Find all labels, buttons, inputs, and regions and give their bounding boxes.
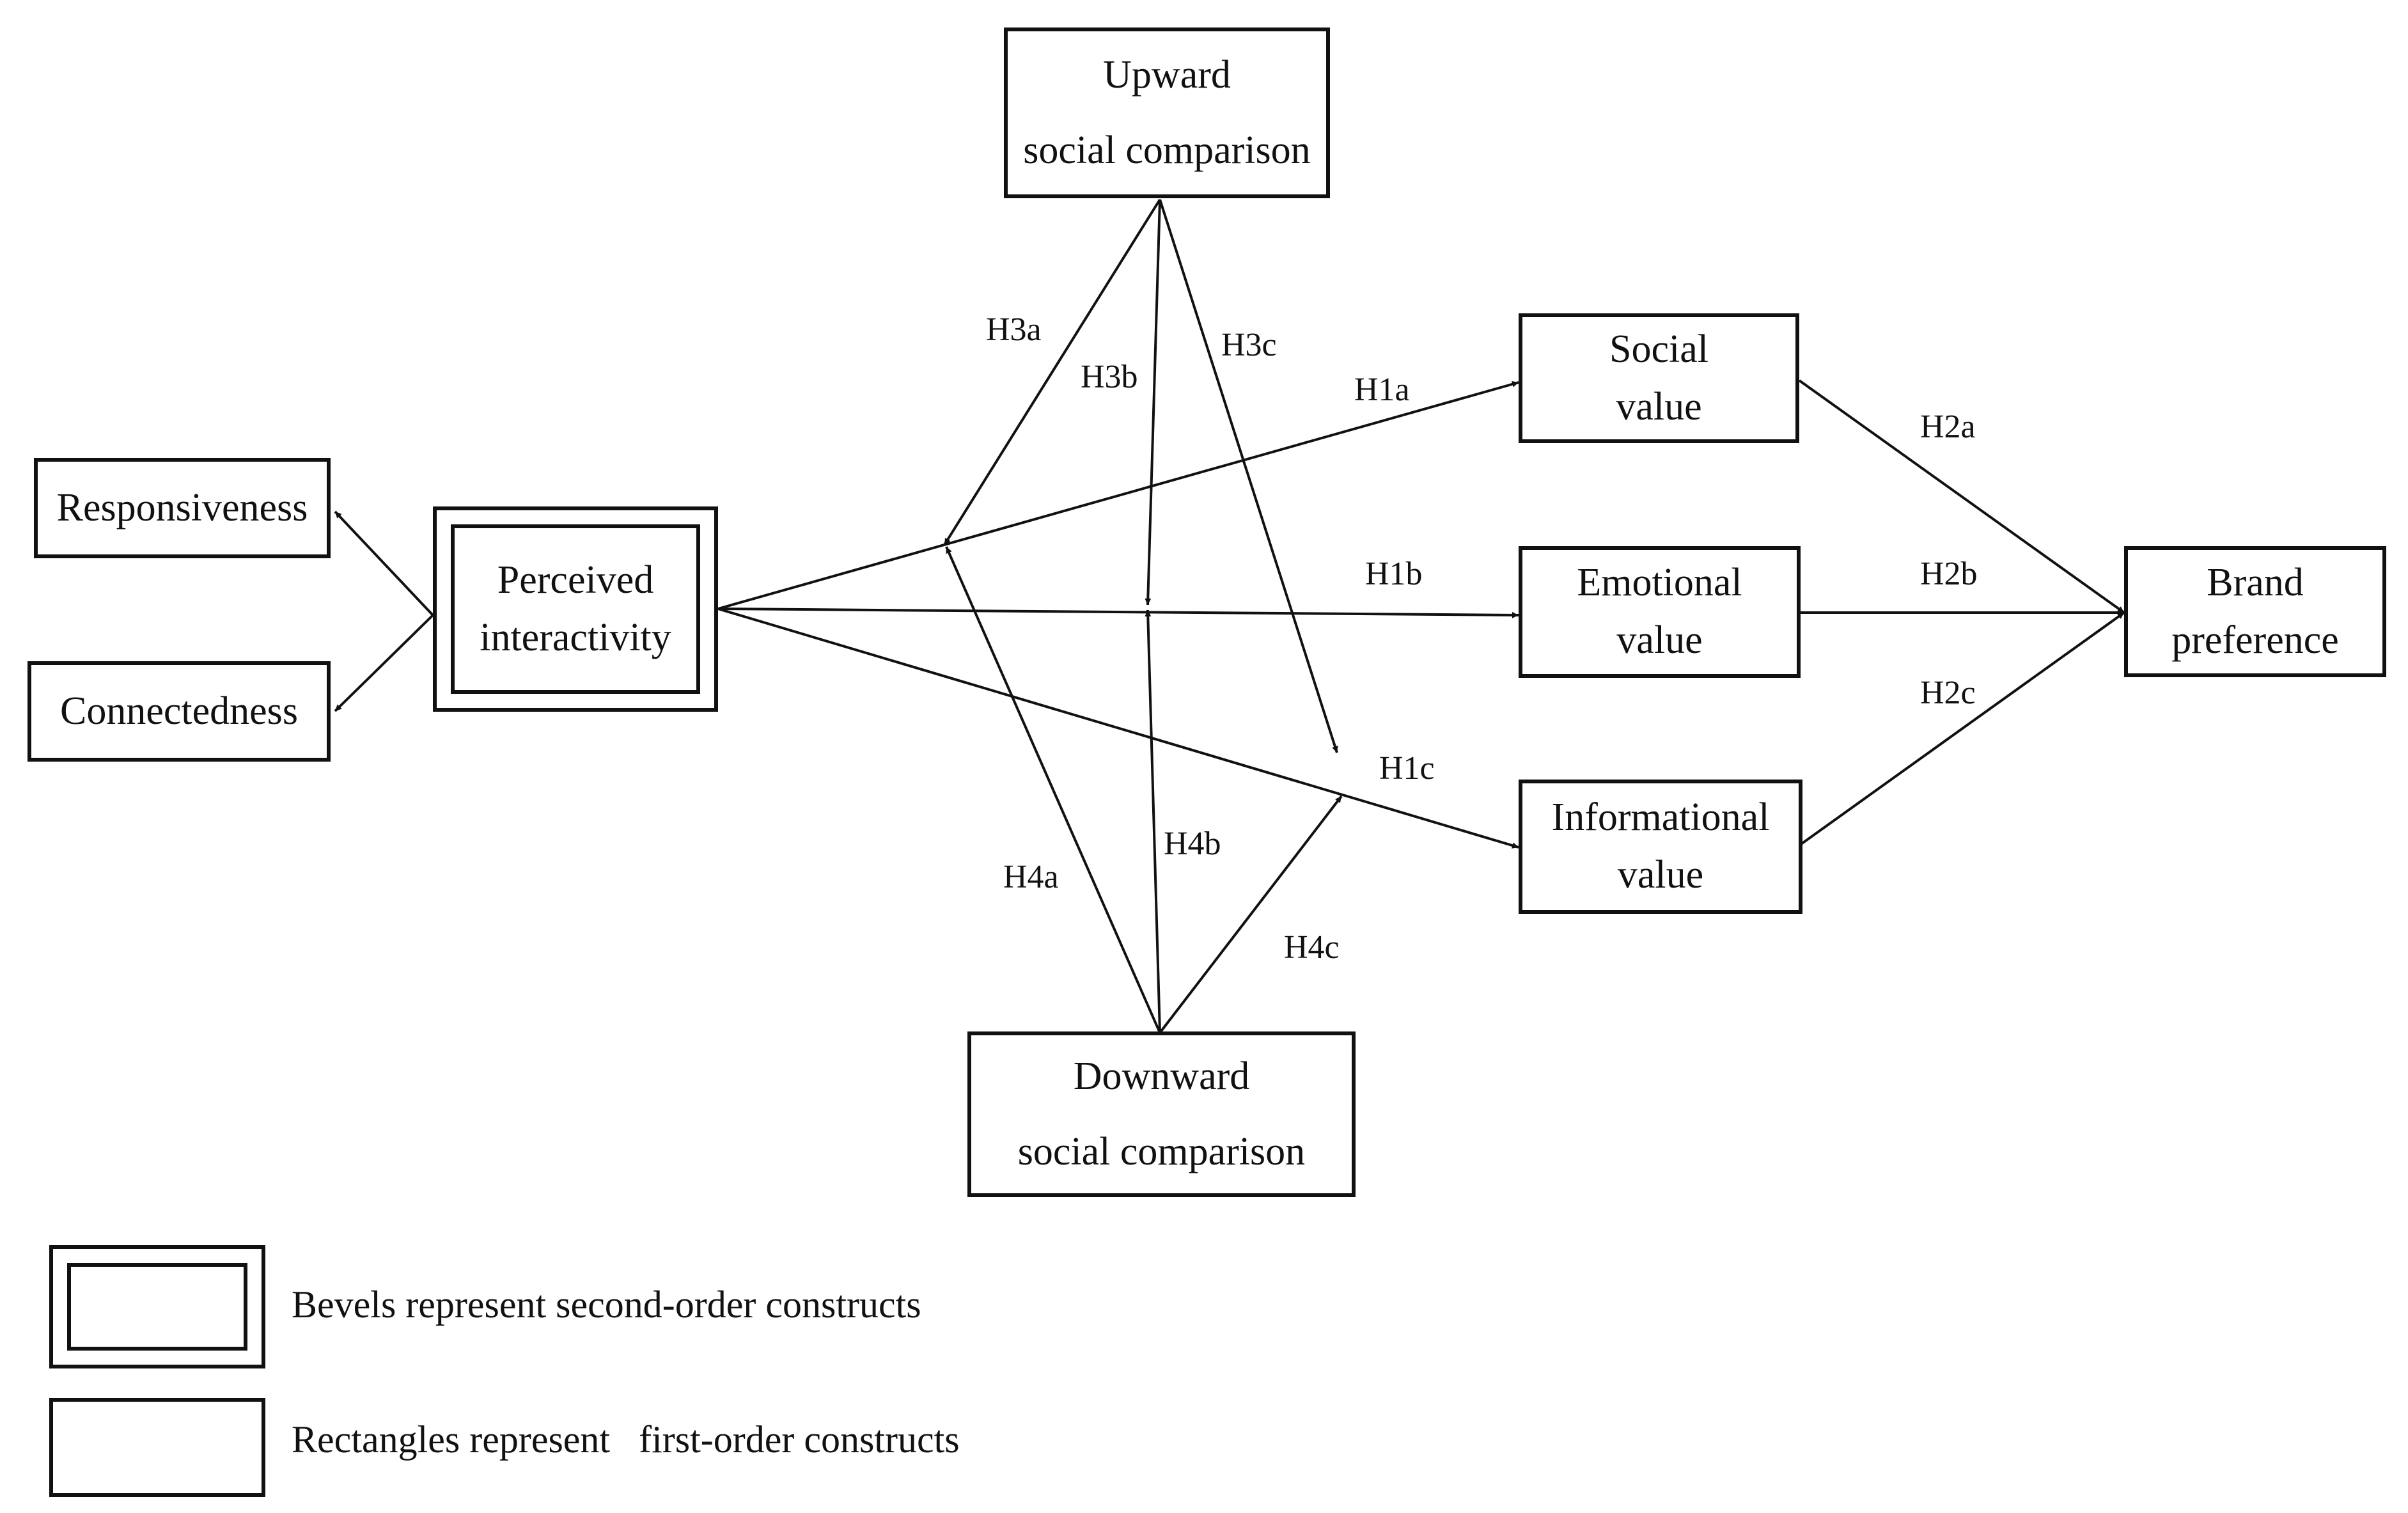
edge-h3b	[1145, 199, 1161, 606]
node-informational-line1: Informational	[1551, 796, 1770, 840]
node-downward-line1: Downward	[1073, 1054, 1250, 1098]
edge-h2c	[1798, 611, 2125, 847]
node-upward-social-comparison: Upward social comparison	[1004, 27, 1330, 198]
node-downward-line2: social comparison	[1017, 1129, 1306, 1173]
node-brand-preference: Brand preference	[2124, 546, 2386, 677]
edge-perceived-connectedness	[334, 614, 434, 712]
edge-h1a	[717, 380, 1519, 610]
node-emotional-line2: value	[1616, 618, 1703, 662]
label-h4a: H4a	[1003, 859, 1059, 895]
legend-rect-text: Rectangles represent first-order constru…	[292, 1418, 960, 1461]
node-perceived-inner: Perceived interactivity	[451, 524, 700, 694]
label-h2a: H2a	[1920, 409, 1976, 445]
label-h2c: H2c	[1920, 675, 1976, 711]
node-connectedness: Connectedness	[27, 661, 331, 762]
legend-rect-sample	[49, 1398, 265, 1497]
node-emotional-value: Emotional value	[1519, 546, 1801, 678]
node-responsiveness: Responsiveness	[34, 458, 331, 558]
node-social-line2: value	[1616, 384, 1702, 428]
node-upward-line2: social comparison	[1023, 128, 1311, 172]
node-social-line1: Social	[1609, 327, 1708, 371]
node-emotional-line1: Emotional	[1577, 561, 1742, 605]
label-h1a: H1a	[1354, 372, 1410, 408]
edge-h4a	[945, 546, 1161, 1033]
label-h4b: H4b	[1164, 826, 1221, 862]
node-perceived-interactivity: Perceived interactivity	[433, 506, 718, 712]
label-h4c: H4c	[1284, 929, 1340, 966]
label-h3a: H3a	[986, 311, 1042, 348]
edge-h3c	[1159, 199, 1338, 753]
legend-bevel-text: Bevels represent second-order constructs	[292, 1283, 921, 1326]
node-brand-line2: preference	[2171, 618, 2339, 662]
edge-h4c	[1159, 795, 1343, 1034]
edge-h2a	[1798, 379, 2125, 614]
label-h1b: H1b	[1365, 556, 1423, 592]
edge-h3a	[943, 198, 1161, 546]
node-perceived-line2: interactivity	[480, 615, 671, 659]
node-social-value: Social value	[1519, 313, 1799, 443]
node-upward-line1: Upward	[1103, 52, 1231, 97]
node-responsiveness-label: Responsiveness	[56, 485, 308, 529]
label-h1c: H1c	[1379, 750, 1435, 787]
legend-bevel-inner	[67, 1263, 247, 1351]
node-perceived-line1: Perceived	[497, 558, 654, 602]
label-h3b: H3b	[1081, 359, 1138, 395]
legend-bevel-sample	[49, 1245, 265, 1368]
edge-perceived-responsiveness	[334, 510, 434, 616]
node-brand-line1: Brand	[2207, 560, 2304, 604]
node-informational-line2: value	[1617, 853, 1704, 897]
node-downward-social-comparison: Downward social comparison	[967, 1031, 1356, 1197]
edge-h1b	[717, 608, 1519, 618]
label-h3c: H3c	[1221, 327, 1277, 363]
edge-h1c	[717, 608, 1519, 849]
label-h2b: H2b	[1920, 556, 1978, 592]
node-connectedness-label: Connectedness	[60, 689, 298, 733]
edge-h4b	[1145, 609, 1161, 1033]
node-informational-value: Informational value	[1519, 780, 1802, 914]
